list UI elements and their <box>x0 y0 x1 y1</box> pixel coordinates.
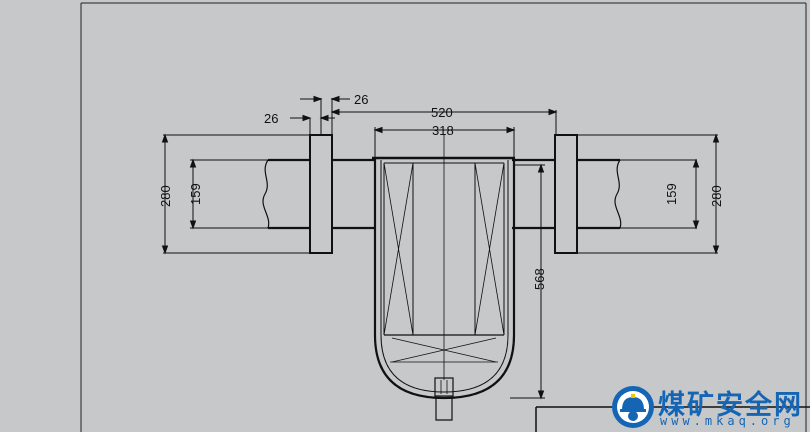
helmet-logo-icon <box>612 386 654 428</box>
dim-568: 568 <box>532 268 547 290</box>
site-name: 煤矿安全网 <box>658 390 803 421</box>
dim-280-right: 280 <box>709 185 724 207</box>
drawing-frame <box>80 2 807 432</box>
left-flange <box>309 134 333 254</box>
left-pipe <box>193 158 310 230</box>
dim-318: 318 <box>432 123 454 138</box>
right-flange <box>554 134 578 254</box>
site-url: www.mkaq.org <box>660 414 795 428</box>
dim-159-left: 159 <box>188 183 203 205</box>
dimension-lines <box>161 95 810 432</box>
dim-280-left: 280 <box>158 185 173 207</box>
right-pipe <box>577 158 697 230</box>
site-watermark: 煤矿安全网 www.mkaq.org <box>610 383 810 432</box>
left-nozzle <box>332 158 375 230</box>
dimension-labels: 26 26 520 318 280 159 159 280 568 <box>158 92 724 290</box>
strainer-body <box>372 135 516 421</box>
right-nozzle <box>512 158 555 230</box>
dim-26-top: 26 <box>354 92 368 107</box>
dim-520: 520 <box>431 105 453 120</box>
dim-26-left: 26 <box>264 111 278 126</box>
dim-159-right: 159 <box>664 183 679 205</box>
